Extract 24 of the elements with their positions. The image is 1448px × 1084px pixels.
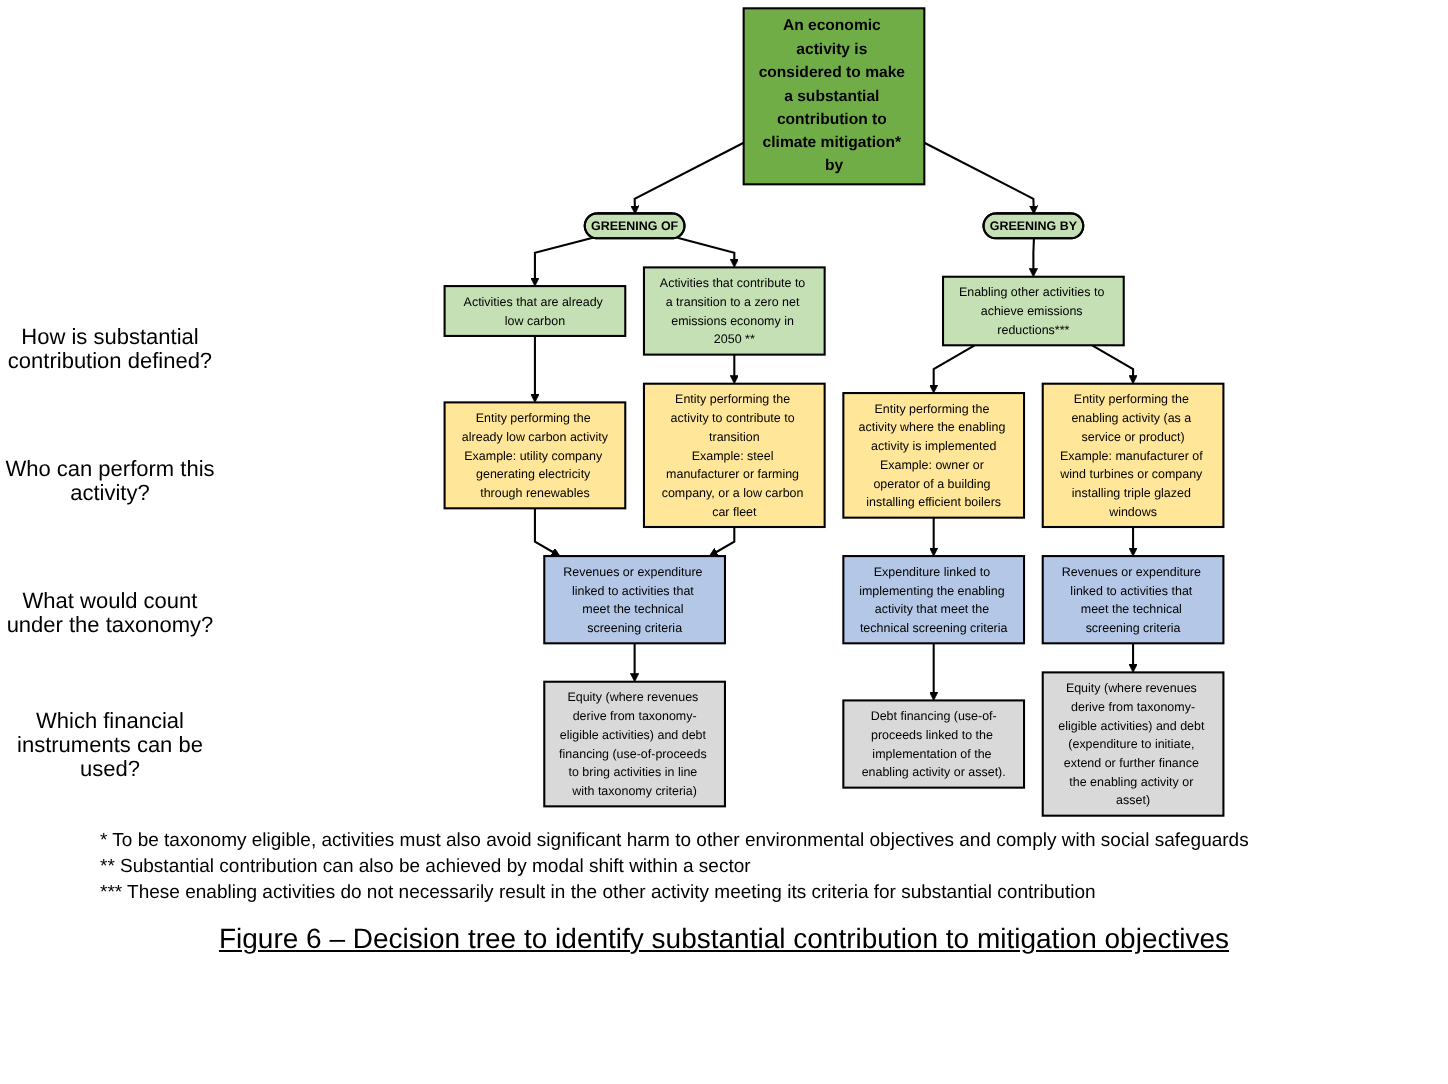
arrow — [630, 643, 640, 683]
arrow — [929, 643, 939, 701]
arrow — [1028, 238, 1038, 278]
arrow — [923, 141, 1039, 215]
row-question-label: Who can perform this activity? — [3, 458, 217, 506]
arrow — [729, 354, 739, 385]
arrow — [530, 236, 594, 287]
row-question-label: How is substantial contribution defined? — [5, 326, 215, 374]
arrow — [677, 236, 739, 268]
footnote: ** Substantial contribution can also be achieved by modal shift within a sector — [100, 854, 753, 880]
footnote: * To be taxonomy eligible, activities must also avoid significant harm to other environmental objectives and comply with social safeguards — [100, 828, 1251, 854]
arrow — [929, 517, 939, 557]
row-question-label: What would count under the taxonomy? — [4, 590, 216, 638]
arrow — [1128, 643, 1138, 673]
figure-caption: Figure 6 – Decision tree to identify substantial contribution to mitigation objectives — [216, 922, 1232, 954]
row-question-label: Which financial instruments can be used? — [15, 710, 205, 782]
arrow — [1091, 344, 1138, 385]
arrow — [530, 335, 540, 403]
arrow — [1128, 527, 1138, 557]
arrow — [929, 344, 976, 394]
arrow — [630, 141, 745, 215]
arrow — [708, 527, 736, 557]
arrow — [533, 508, 561, 557]
footnote: *** These enabling activities do not necessarily result in the other activity meeting its criteria for substantial contribution — [100, 880, 1098, 906]
